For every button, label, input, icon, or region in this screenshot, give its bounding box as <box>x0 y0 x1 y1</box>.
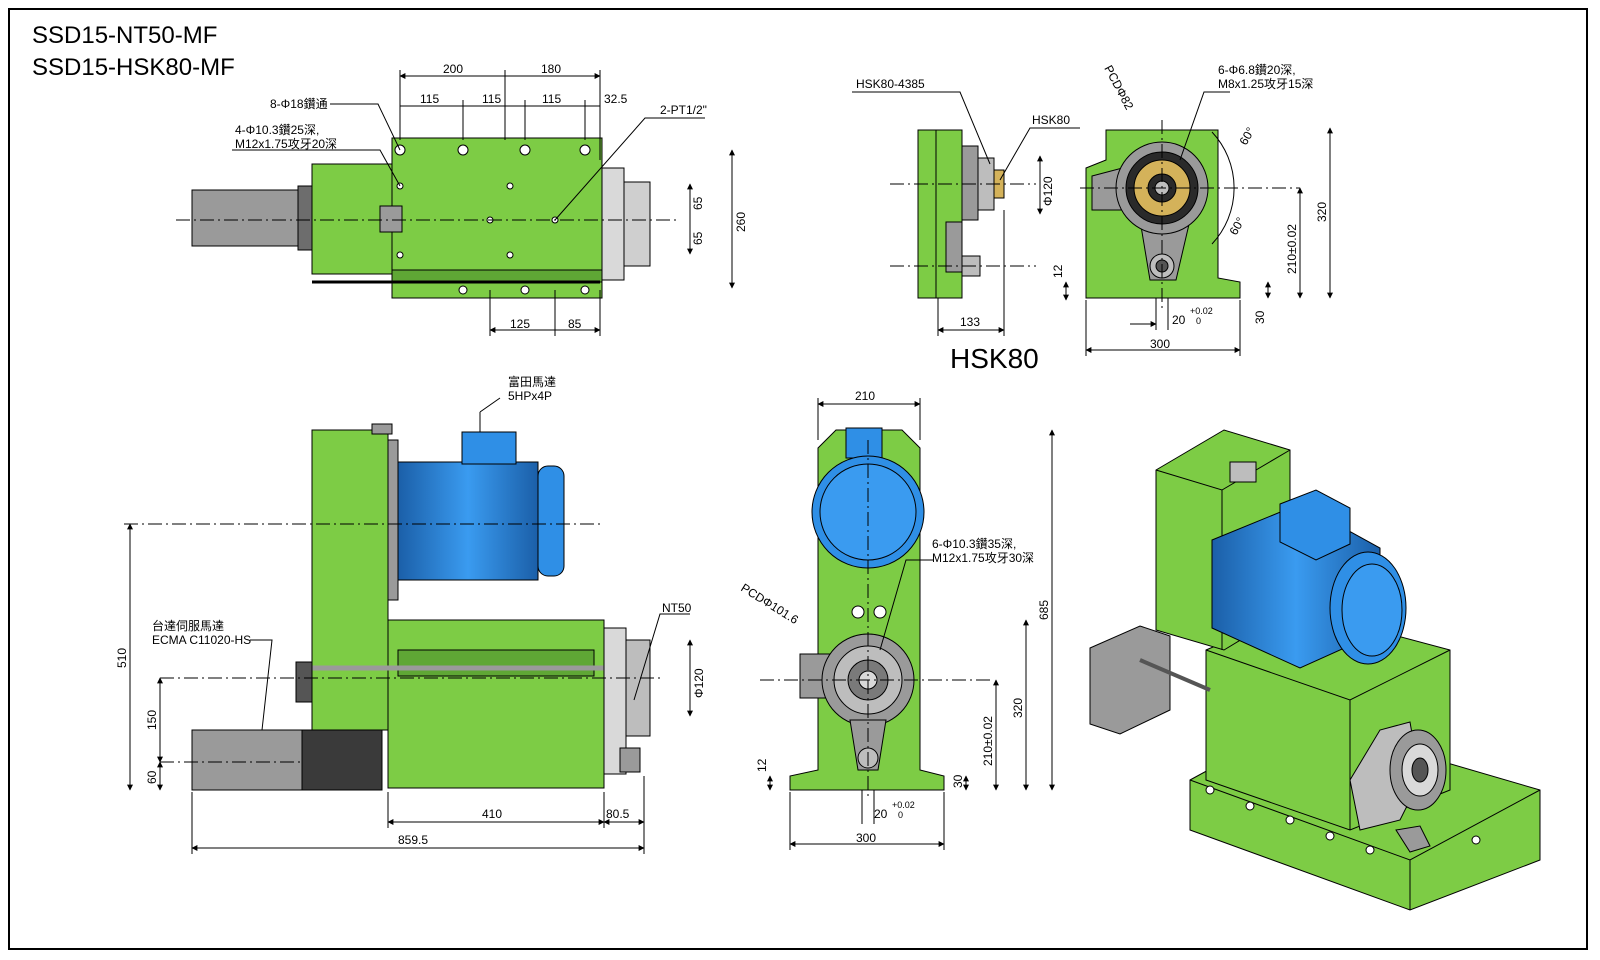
tol-front-up: +0.02 <box>892 800 915 810</box>
note-holes-6b: M8x1.25攻牙15深 <box>1218 77 1313 91</box>
isometric-view <box>1089 429 1541 911</box>
label-pcd82: PCDΦ82 <box>1101 63 1136 112</box>
dim-510: 510 <box>115 648 129 668</box>
dim-hsk-300: 300 <box>1150 337 1170 351</box>
note-front-holes-b: M12x1.75攻牙30深 <box>932 551 1034 565</box>
caption-hsk80: HSK80 <box>950 343 1039 374</box>
dim-side-dia120: Φ120 <box>692 668 706 698</box>
hsk-front-view: PCDΦ82 6-Φ6.8鑽20深, M8x1.25攻牙15深 60° 60° … <box>1080 62 1333 356</box>
dim-front-210-tol: 210±0.02 <box>981 716 995 766</box>
drawing-frame <box>8 8 1588 950</box>
label-servo-a: 台達伺服馬達 <box>152 618 224 633</box>
dim-180: 180 <box>541 62 561 76</box>
dim-859-5: 859.5 <box>398 833 428 847</box>
dim-front-20: 20 <box>874 807 888 821</box>
angle-60-b: 60° <box>1226 215 1247 238</box>
dim-hsk-12: 12 <box>1051 264 1065 278</box>
dim-80-5: 80.5 <box>606 807 630 821</box>
dim-front-320: 320 <box>1011 698 1025 718</box>
label-nt50: NT50 <box>662 601 692 615</box>
dim-150: 150 <box>145 710 159 730</box>
model-title-hsk80: SSD15-HSK80-MF <box>32 54 235 81</box>
label-hsk80-side: HSK80 <box>1032 113 1070 127</box>
top-view: 200 180 115 115 115 32.5 260 65 65 125 8… <box>176 62 748 336</box>
dim-65-b: 65 <box>691 231 705 245</box>
dim-front-210: 210 <box>855 389 875 403</box>
label-servo-b: ECMA C11020-HS <box>152 633 251 647</box>
note-holes-4b: M12x1.75攻牙20深 <box>235 137 337 151</box>
tol-front-dn: 0 <box>898 810 903 820</box>
label-pcd101: PCDΦ101.6 <box>738 581 801 627</box>
dim-685: 685 <box>1037 600 1051 620</box>
dim-85: 85 <box>568 317 582 331</box>
model-title-nt50: SSD15-NT50-MF <box>32 22 218 49</box>
note-holes-8: 8-Φ18鑽通 <box>270 96 328 111</box>
dim-front-300: 300 <box>856 831 876 845</box>
dim-front-12: 12 <box>755 758 769 772</box>
dim-115-c: 115 <box>542 92 561 106</box>
tol-hsk-dn: 0 <box>1196 316 1201 326</box>
note-front-holes-a: 6-Φ10.3鑽35深, <box>932 536 1016 551</box>
dim-hsk-210: 210±0.02 <box>1285 224 1299 274</box>
dim-hsk-320: 320 <box>1315 202 1329 222</box>
dim-115-b: 115 <box>482 92 501 106</box>
dim-125: 125 <box>510 317 530 331</box>
dim-133: 133 <box>960 315 980 329</box>
note-pt: 2-PT1/2" <box>660 103 707 117</box>
label-hsk80-4385: HSK80-4385 <box>856 77 925 91</box>
note-holes-6a: 6-Φ6.8鑽20深, <box>1218 62 1296 77</box>
dim-115-a: 115 <box>420 92 439 106</box>
label-motor-b: 5HPx4P <box>508 389 552 403</box>
side-view: 富田馬達 5HPx4P 台達伺服馬達 ECMA C11020-HS NT50 Φ… <box>115 374 706 854</box>
dim-hsk-dia120: Φ120 <box>1041 176 1055 206</box>
dim-260: 260 <box>734 212 748 232</box>
dim-200: 200 <box>443 62 463 76</box>
angle-60-a: 60° <box>1236 125 1257 148</box>
dim-hsk-20: 20 <box>1172 313 1186 327</box>
dim-65-a: 65 <box>691 196 705 210</box>
dim-410: 410 <box>482 807 502 821</box>
dim-front-30: 30 <box>951 774 965 788</box>
tol-hsk-up: +0.02 <box>1190 306 1213 316</box>
dim-60: 60 <box>145 770 159 784</box>
dim-32-5: 32.5 <box>604 92 628 106</box>
front-view: 210 6-Φ10.3鑽35深, M12x1.75攻牙30深 PCDΦ101.6… <box>738 389 1055 850</box>
hsk-side-view: HSK80-4385 HSK80 Φ120 133 12 HSK80 <box>852 77 1080 374</box>
dim-hsk-30: 30 <box>1253 310 1267 324</box>
note-holes-4a: 4-Φ10.3鑽25深, <box>235 122 319 137</box>
label-motor-a: 富田馬達 <box>508 374 556 389</box>
